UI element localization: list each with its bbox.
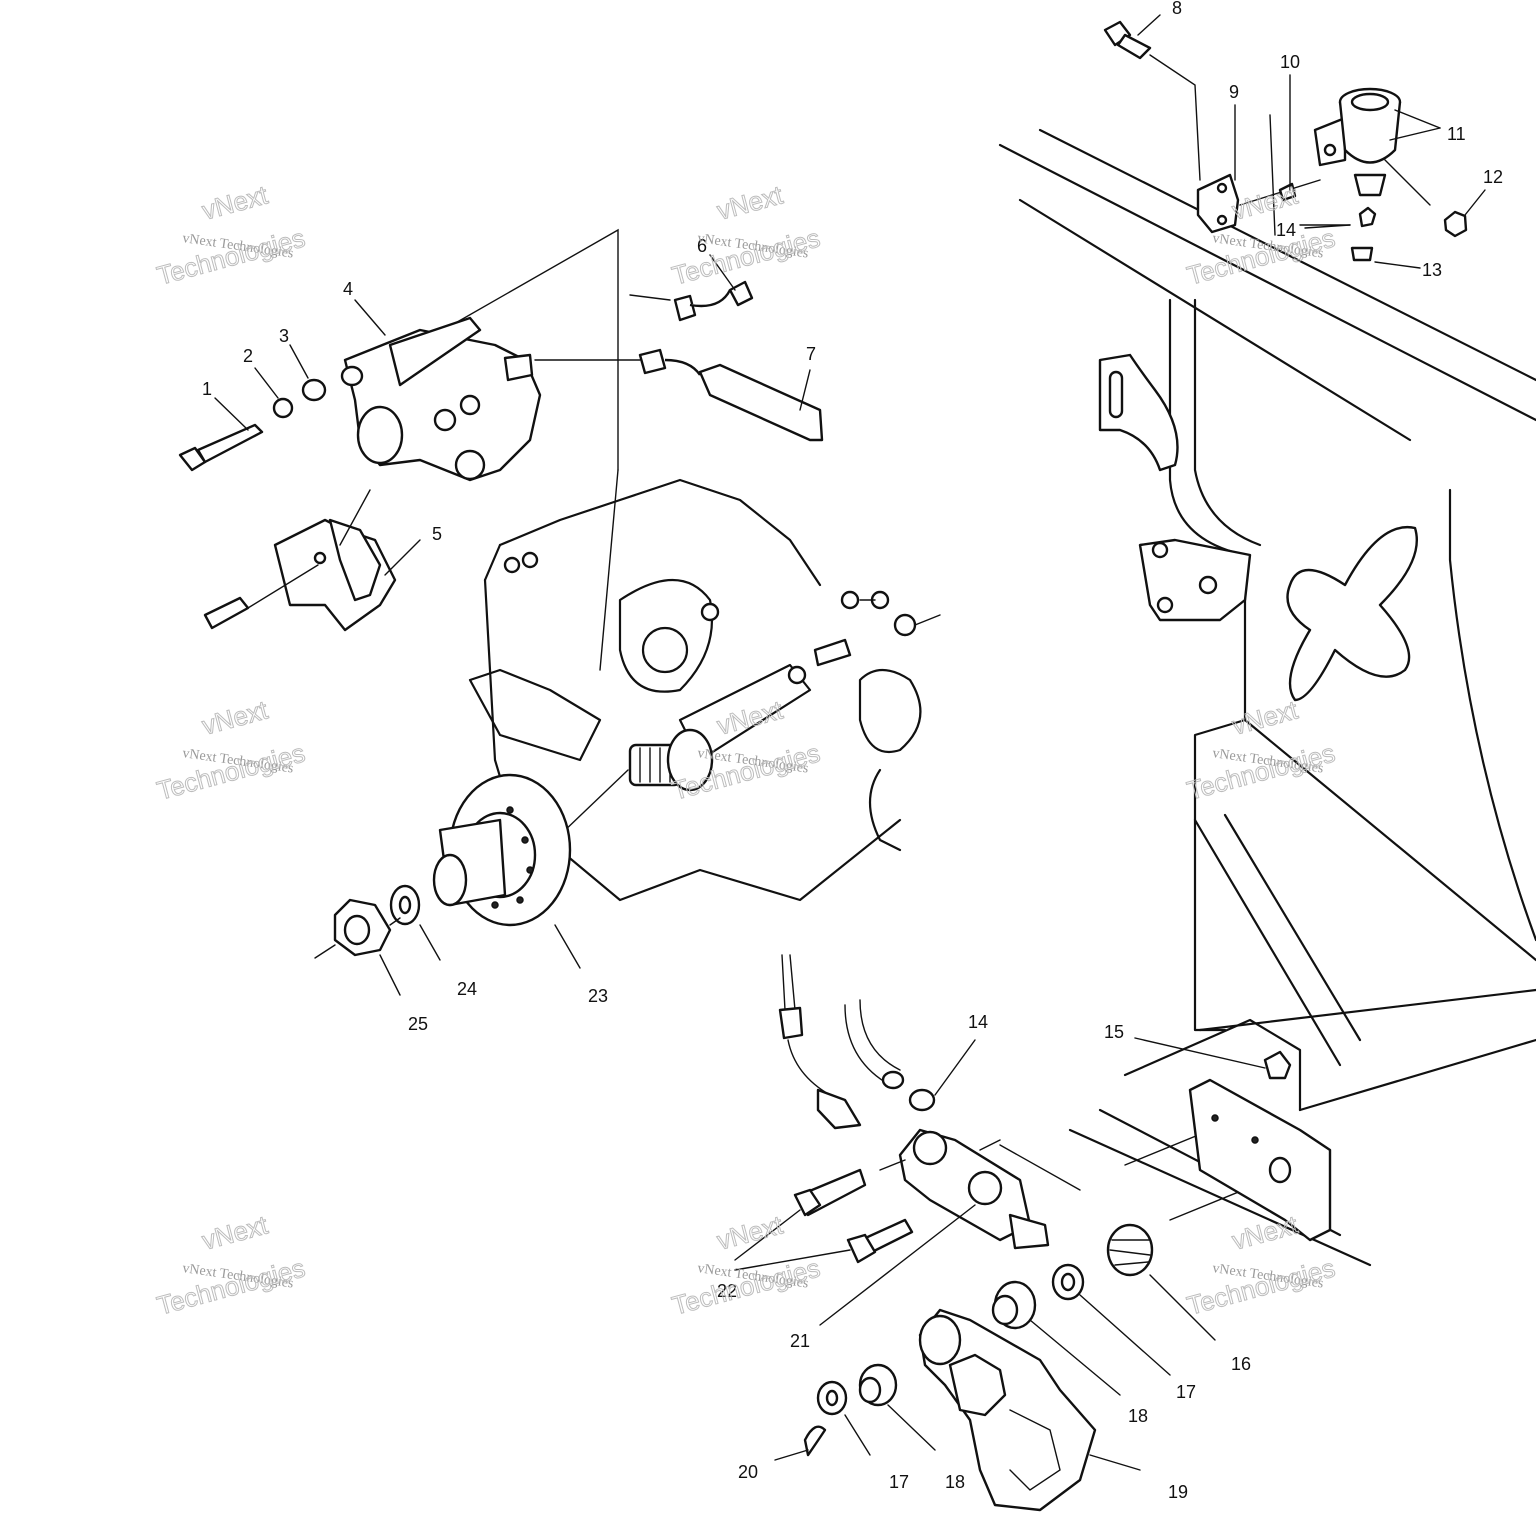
callout-17-right: 17 <box>1176 1382 1196 1402</box>
callout-25: 25 <box>408 1014 428 1034</box>
watermarks: vNext vNext Technologies Technologies vN… <box>153 179 1338 1321</box>
brake-caliper-assembly <box>178 228 824 671</box>
upper-bracket-parts <box>1103 20 1468 262</box>
callout-13: 13 <box>1422 260 1442 280</box>
svg-text:vNext: vNext <box>714 179 787 225</box>
svg-text:Technologies: Technologies <box>1184 223 1338 291</box>
svg-text:vNext: vNext <box>199 694 272 740</box>
watermark-2: vNext vNext Technologies Technologies <box>668 179 823 291</box>
callout-17-left: 17 <box>889 1472 909 1492</box>
callout-10: 10 <box>1280 52 1300 72</box>
svg-text:Technologies: Technologies <box>154 223 308 291</box>
callout-8: 8 <box>1172 0 1182 18</box>
watermark-8: vNext vNext Technologies Technologies <box>668 1209 823 1321</box>
callout-19: 19 <box>1168 1482 1188 1502</box>
chaincase-housing <box>468 478 941 902</box>
svg-text:vNext: vNext <box>199 179 272 225</box>
callout-3: 3 <box>279 326 289 346</box>
leader-lines <box>214 14 1486 1471</box>
callout-18-left: 18 <box>945 1472 965 1492</box>
callout-14-upper: 14 <box>1276 220 1296 240</box>
watermark-6: vNext vNext Technologies Technologies <box>1183 694 1338 806</box>
callout-24: 24 <box>457 979 477 999</box>
svg-text:Technologies: Technologies <box>669 223 823 291</box>
callout-7: 7 <box>806 344 816 364</box>
svg-text:Technologies: Technologies <box>1184 738 1338 806</box>
frame-assembly <box>998 128 1536 1267</box>
svg-text:Technologies: Technologies <box>154 1253 308 1321</box>
callout-23: 23 <box>588 986 608 1006</box>
callout-15: 15 <box>1104 1022 1124 1042</box>
callout-1: 1 <box>202 379 212 399</box>
callout-6: 6 <box>697 236 707 256</box>
callout-16: 16 <box>1231 1354 1251 1374</box>
callout-14-lower: 14 <box>968 1012 988 1032</box>
watermark-4: vNext vNext Technologies Technologies <box>153 694 308 806</box>
callout-2: 2 <box>243 346 253 366</box>
callout-9: 9 <box>1229 82 1239 102</box>
callout-4: 4 <box>343 279 353 299</box>
watermark-1: vNext vNext Technologies Technologies <box>153 179 308 291</box>
svg-text:vNext: vNext <box>1229 1209 1302 1255</box>
callout-5: 5 <box>432 524 442 544</box>
callout-11: 11 <box>1447 124 1466 144</box>
watermark-7: vNext vNext Technologies Technologies <box>153 1209 308 1321</box>
svg-text:Technologies: Technologies <box>1184 1253 1338 1321</box>
svg-text:vNext: vNext <box>1229 179 1302 225</box>
svg-text:vNext: vNext <box>1229 694 1302 740</box>
callout-20: 20 <box>738 1462 758 1482</box>
callout-21: 21 <box>790 1331 810 1351</box>
callout-22: 22 <box>717 1281 737 1301</box>
brake-lever-assembly <box>778 954 1332 1512</box>
svg-text:Technologies: Technologies <box>154 738 308 806</box>
callout-12: 12 <box>1483 167 1503 187</box>
callout-18-right: 18 <box>1128 1406 1148 1426</box>
brake-disc-assembly <box>314 773 572 959</box>
svg-text:vNext: vNext <box>199 1209 272 1255</box>
svg-text:Technologies: Technologies <box>669 1253 823 1321</box>
svg-text:vNext: vNext <box>714 694 787 740</box>
callout-labels: 1 2 3 4 5 6 7 8 9 10 11 12 13 14 14 15 1… <box>202 0 1503 1502</box>
